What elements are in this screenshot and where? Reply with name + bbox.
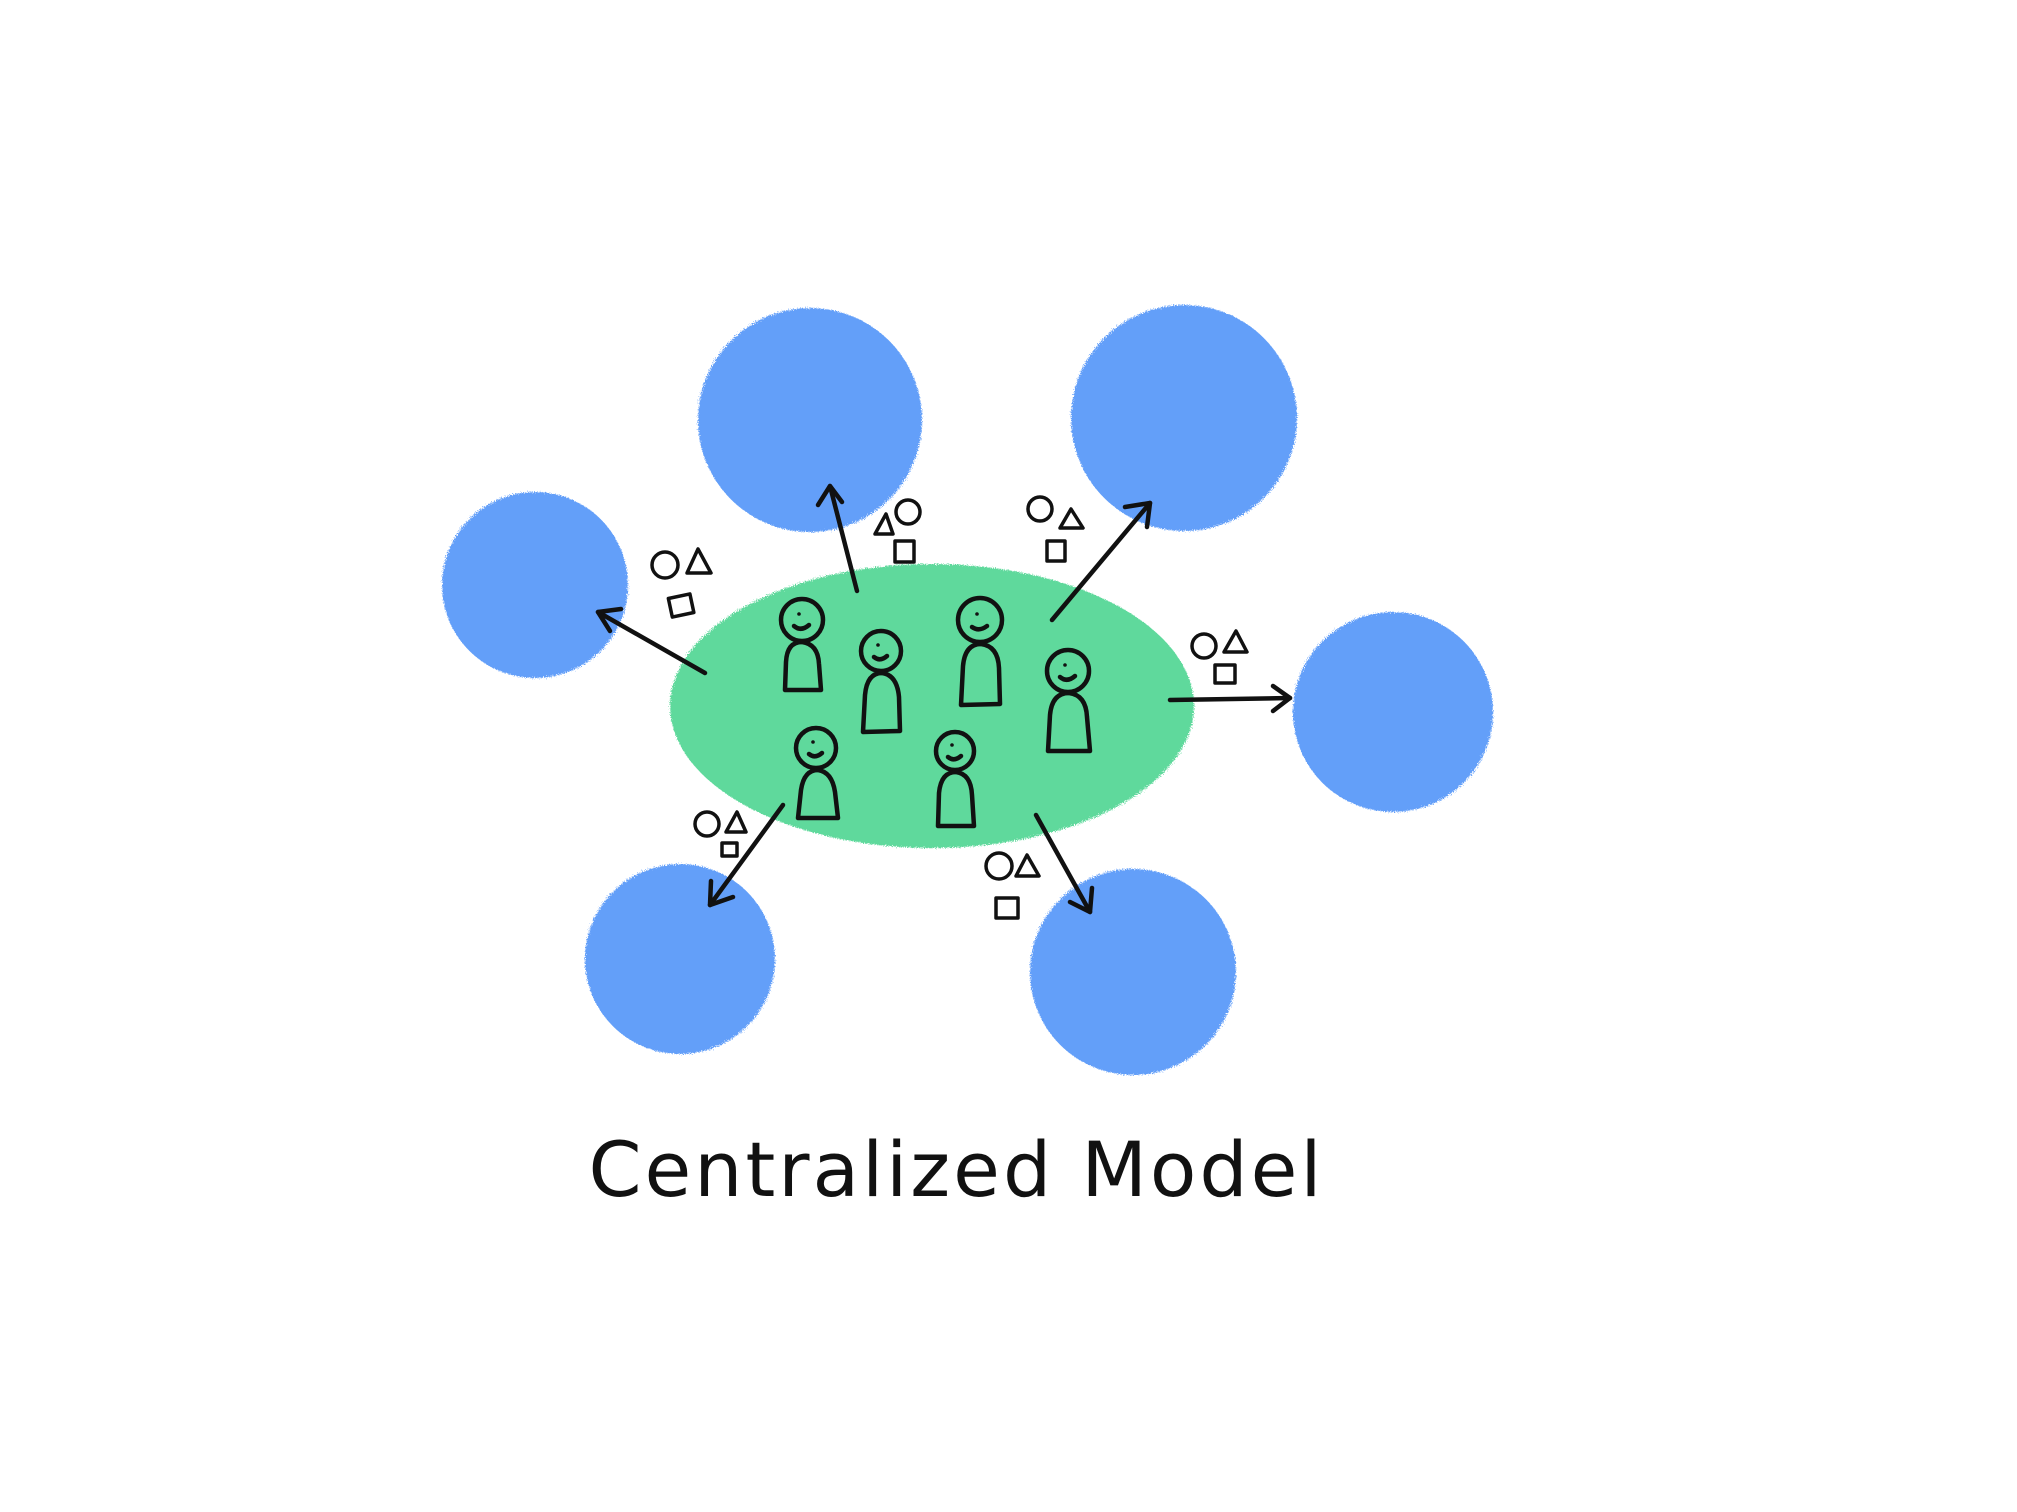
arrow-to-bottom-right xyxy=(1033,812,1095,915)
triangle-shape-icon xyxy=(873,512,895,536)
square-shape-icon xyxy=(1045,539,1067,563)
person-icon xyxy=(933,729,977,829)
diagram-caption: Centralized Model xyxy=(588,1125,1325,1214)
circle-shape-icon xyxy=(894,498,922,526)
node-right xyxy=(1293,612,1493,812)
square-shape-icon xyxy=(893,539,916,564)
circle-shape-icon xyxy=(650,550,680,580)
arrow-to-left xyxy=(595,606,708,676)
arrows xyxy=(595,483,1293,915)
square-shape-icon xyxy=(1213,663,1237,685)
shapes-bottom-left xyxy=(693,810,748,858)
person-icon xyxy=(1044,647,1093,754)
triangle-shape-icon xyxy=(1058,507,1085,530)
arrow-to-top-left xyxy=(815,483,860,594)
person-icon xyxy=(793,725,841,821)
circle-shape-icon xyxy=(1026,495,1054,523)
shapes-right xyxy=(1190,629,1249,685)
triangle-shape-icon xyxy=(1222,629,1249,654)
data-shapes xyxy=(650,495,1249,920)
circle-shape-icon xyxy=(693,810,721,838)
arrow-to-bottom-left xyxy=(707,802,786,908)
node-bottom-right xyxy=(1030,869,1236,1075)
square-shape-icon xyxy=(666,592,696,619)
person-icon xyxy=(858,628,904,735)
central-hub xyxy=(670,564,1194,848)
arrow-to-top-right xyxy=(1049,500,1153,623)
people xyxy=(778,595,1093,829)
circle-shape-icon xyxy=(984,851,1014,881)
outer-nodes xyxy=(442,305,1493,1075)
node-left xyxy=(442,492,628,678)
shapes-top-right xyxy=(1026,495,1085,563)
triangle-shape-icon xyxy=(724,810,748,834)
person-icon xyxy=(778,596,826,693)
circle-shape-icon xyxy=(1190,632,1218,660)
arrow-to-right xyxy=(1167,683,1293,714)
node-bottom-left xyxy=(585,864,775,1054)
node-top-left xyxy=(698,308,922,532)
shapes-left xyxy=(650,547,713,619)
node-top-right xyxy=(1071,305,1297,531)
person-icon xyxy=(955,595,1005,708)
square-shape-icon xyxy=(994,896,1020,920)
triangle-shape-icon xyxy=(1014,853,1041,878)
triangle-shape-icon xyxy=(685,547,713,575)
shapes-bottom-right xyxy=(984,851,1041,920)
square-shape-icon xyxy=(720,841,739,858)
shapes-top-left xyxy=(873,498,922,564)
